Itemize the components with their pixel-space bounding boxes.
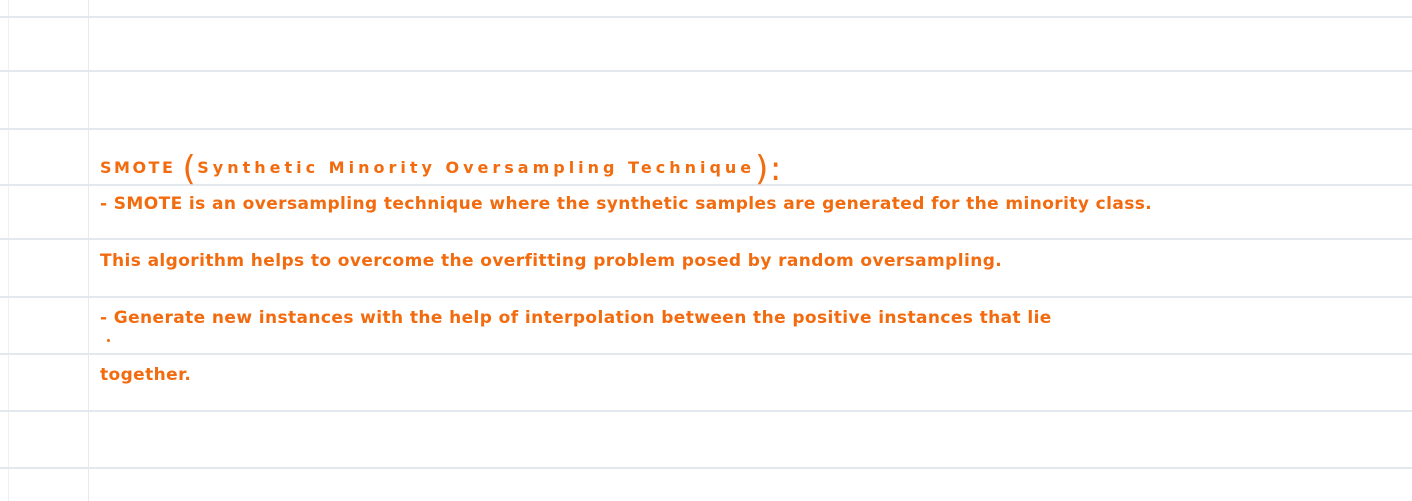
heading-close-paren: ): <box>755 149 783 189</box>
note-heading: SMOTE (Synthetic Minority Oversampling T… <box>100 152 783 186</box>
ruled-line <box>0 467 1412 469</box>
heading-open-paren: ( <box>182 149 198 189</box>
note-line-3: - Generate new instances with the help o… <box>100 308 1052 328</box>
ruled-line <box>0 184 1412 186</box>
heading-expansion: Synthetic Minority Oversampling Techniqu… <box>197 158 756 177</box>
ruled-line <box>0 16 1412 18</box>
ruled-line <box>0 128 1412 130</box>
ink-dot <box>107 339 110 342</box>
ruled-line <box>0 238 1412 240</box>
ruled-line <box>0 410 1412 412</box>
page-left-edge <box>8 0 9 501</box>
ruled-line <box>0 353 1412 355</box>
ruled-line <box>0 296 1412 298</box>
margin-line <box>88 0 89 501</box>
note-line-4: together. <box>100 365 192 385</box>
note-line-2: This algorithm helps to overcome the ove… <box>100 251 1003 271</box>
note-line-1: - SMOTE is an oversampling technique whe… <box>100 194 1153 214</box>
ruled-line <box>0 70 1412 72</box>
heading-acronym: SMOTE <box>100 158 176 177</box>
